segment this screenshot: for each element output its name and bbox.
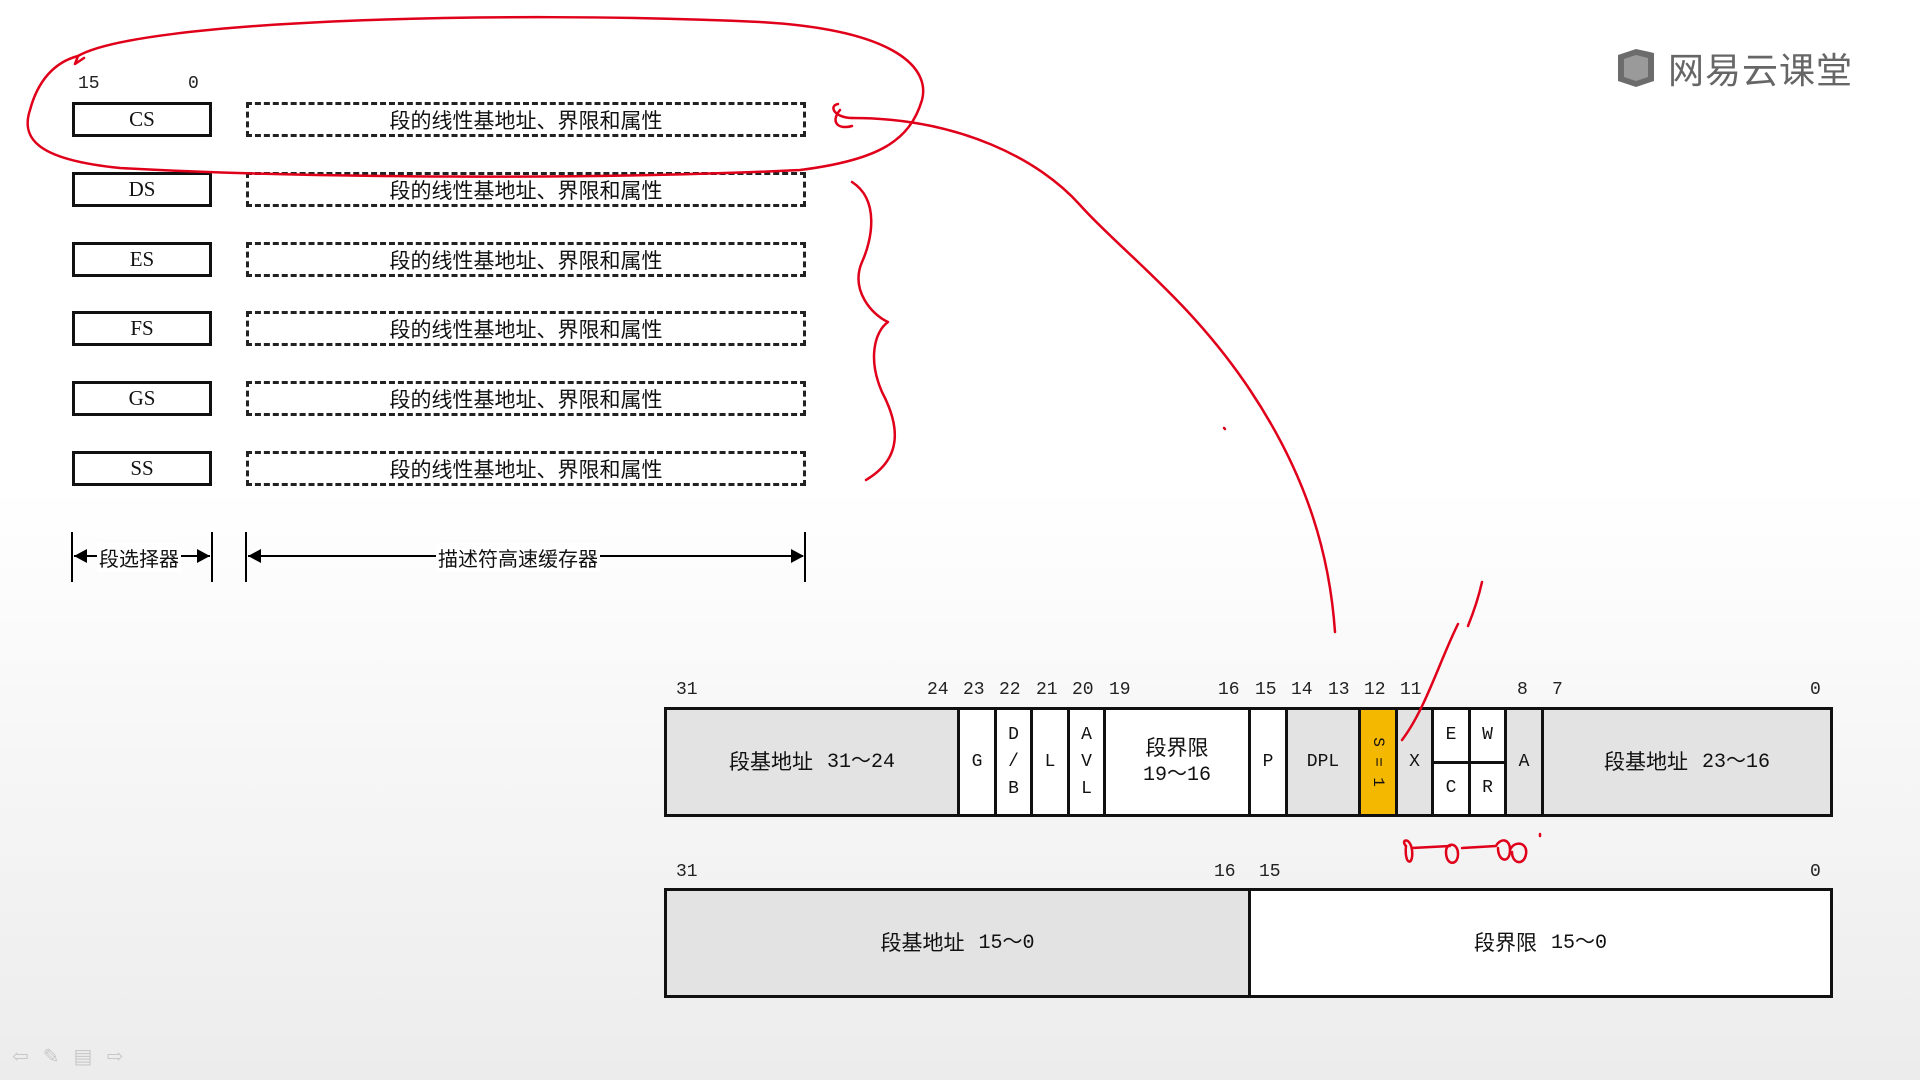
l-flag: L bbox=[1033, 710, 1070, 814]
slash-annotation bbox=[1400, 622, 1460, 742]
bit-label: 0 bbox=[1810, 862, 1821, 882]
register-fs: FS bbox=[72, 311, 212, 346]
brace-annotation bbox=[850, 180, 896, 482]
register-es: ES bbox=[72, 242, 212, 277]
p-flag: P bbox=[1251, 710, 1288, 814]
menu-icon[interactable]: ▤ bbox=[73, 1044, 93, 1068]
bit-label: 24 bbox=[927, 680, 949, 700]
selector-caption: 段选择器 bbox=[97, 543, 181, 572]
arrowhead-annotation bbox=[832, 102, 854, 129]
dot-annotation bbox=[1222, 426, 1227, 431]
logo-text: 网易云课堂 bbox=[1668, 51, 1854, 92]
dpl-field: DPL bbox=[1288, 710, 1361, 814]
bit-label: 23 bbox=[963, 680, 985, 700]
cs-circle-tick bbox=[73, 54, 86, 66]
bit-label: 7 bbox=[1552, 680, 1563, 700]
register-ss: SS bbox=[72, 451, 212, 486]
bit-label: 12 bbox=[1364, 680, 1386, 700]
next-slide-icon[interactable]: ⇨ bbox=[106, 1044, 124, 1068]
pen-icon[interactable]: ✎ bbox=[42, 1044, 60, 1068]
slash-annotation-2 bbox=[1466, 580, 1484, 628]
selector-bit-high: 15 bbox=[78, 74, 100, 94]
bit-label: 19 bbox=[1109, 680, 1131, 700]
bit-label: 8 bbox=[1517, 680, 1528, 700]
bit-label: 31 bbox=[676, 862, 698, 882]
descriptor-cache-ss: 段的线性基地址、界限和属性 bbox=[246, 451, 806, 486]
arrow-to-cs-annotation bbox=[850, 116, 1337, 634]
register-gs: GS bbox=[72, 381, 212, 416]
descriptor-cache-gs: 段的线性基地址、界限和属性 bbox=[246, 381, 806, 416]
prev-slide-icon[interactable]: ⇦ bbox=[12, 1044, 29, 1068]
cache-caption: 描述符高速缓存器 bbox=[436, 543, 600, 572]
netease-logo: 网易云课堂 bbox=[1614, 42, 1853, 94]
register-cs: CS bbox=[72, 102, 212, 137]
logo-book-icon bbox=[1618, 49, 1654, 87]
bit-label: 20 bbox=[1072, 680, 1094, 700]
bit-label: 15 bbox=[1255, 680, 1277, 700]
descriptor-cache-es: 段的线性基地址、界限和属性 bbox=[246, 242, 806, 277]
bit-label: 16 bbox=[1214, 862, 1236, 882]
bit-label: 15 bbox=[1259, 862, 1281, 882]
zeros-annotation bbox=[1402, 832, 1542, 864]
a-flag: A bbox=[1507, 710, 1544, 814]
s-flag: S = 1 bbox=[1361, 710, 1398, 814]
bit-label: 14 bbox=[1291, 680, 1313, 700]
slide-nav: ⇦ ✎ ▤ ⇨ bbox=[12, 1044, 123, 1068]
x-flag: X bbox=[1398, 710, 1434, 814]
descriptor-cache-fs: 段的线性基地址、界限和属性 bbox=[246, 311, 806, 346]
db-flag: D/B bbox=[997, 710, 1033, 814]
register-ds: DS bbox=[72, 172, 212, 207]
bit-label: 16 bbox=[1218, 680, 1240, 700]
bit-label: 13 bbox=[1328, 680, 1350, 700]
selector-bit-low: 0 bbox=[188, 74, 199, 94]
bit-label: 22 bbox=[999, 680, 1021, 700]
bit-label: 31 bbox=[676, 680, 698, 700]
bit-label: 11 bbox=[1400, 680, 1422, 700]
cs-circle-annotation bbox=[26, 15, 925, 178]
descriptor-cache-ds: 段的线性基地址、界限和属性 bbox=[246, 172, 806, 207]
descriptor-cache-cs: 段的线性基地址、界限和属性 bbox=[246, 102, 806, 137]
bit-label: 0 bbox=[1810, 680, 1821, 700]
segment-limit-19-16: 段界限 19～16 bbox=[1106, 710, 1251, 814]
bit-label: 21 bbox=[1036, 680, 1058, 700]
g-flag: G bbox=[960, 710, 997, 814]
